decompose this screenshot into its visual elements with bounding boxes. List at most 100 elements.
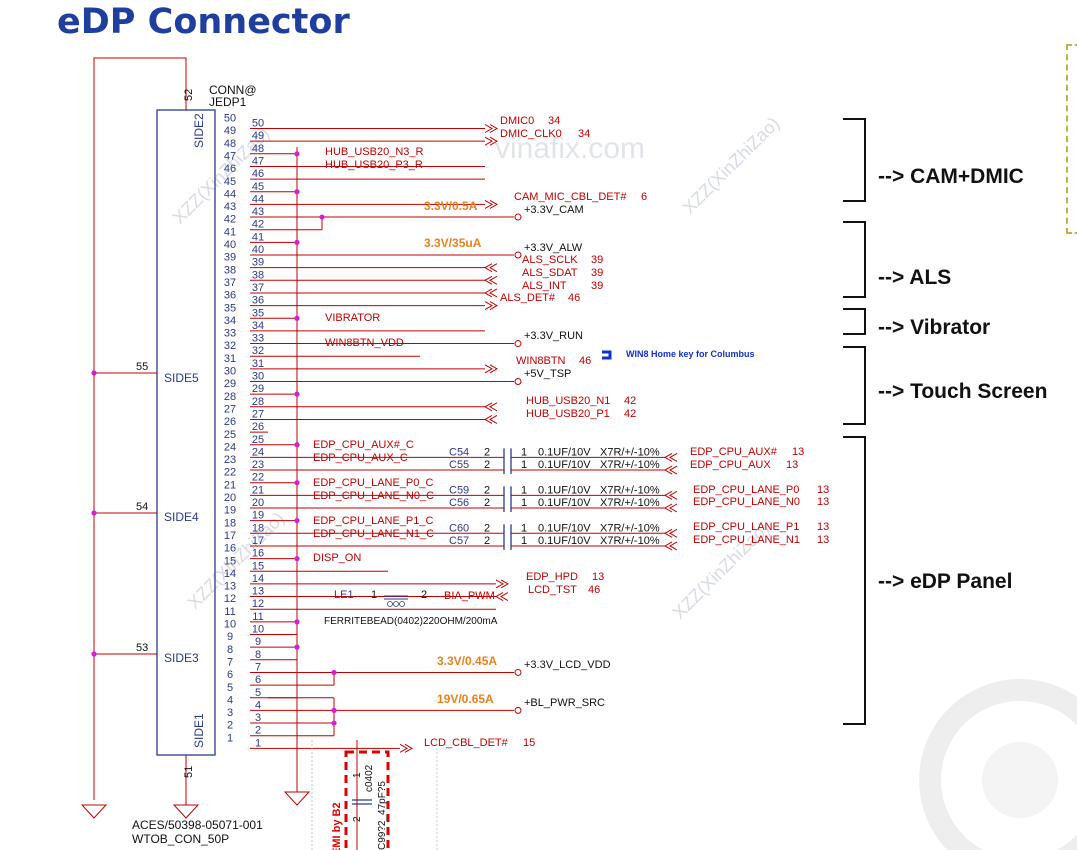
junction-dot bbox=[331, 669, 337, 676]
page-ref: 39 bbox=[591, 280, 603, 292]
pin-number: 10 bbox=[224, 619, 236, 631]
pin-number: 11 bbox=[252, 611, 263, 623]
pin-number: 13 bbox=[224, 581, 236, 593]
group-label-cam: --> CAM+DMIC bbox=[878, 165, 1024, 188]
pin-number: 17 bbox=[252, 535, 264, 547]
arrow-left-icon bbox=[668, 490, 678, 500]
arrow-left-icon bbox=[663, 528, 673, 538]
pin-number: 46 bbox=[252, 168, 264, 180]
pin-number: 18 bbox=[252, 522, 264, 534]
arrow-left-icon bbox=[488, 275, 498, 285]
pin-number: 1 bbox=[227, 732, 233, 744]
rail-marker bbox=[514, 706, 522, 714]
ferrite-bead: LE1 1 2 FERRITEBEAD(0402)220OHM/200mA bbox=[324, 589, 498, 627]
pin-number: 2 bbox=[227, 720, 233, 732]
power-annotations: 3.3V/0.5A 3.3V/35uA 3.3V/0.45A 19V/0.65A bbox=[424, 199, 497, 706]
part-number: ACES/50398-05071-001 bbox=[132, 818, 263, 832]
win8-note-text: WIN8 Home key for Columbus bbox=[626, 349, 755, 359]
pin-number: 21 bbox=[224, 479, 236, 491]
page-ref: 13 bbox=[817, 521, 829, 533]
pin-number: 19 bbox=[252, 510, 264, 522]
cap-pin: 1 bbox=[521, 446, 527, 458]
page-ref: 13 bbox=[592, 571, 604, 583]
cap-pin: 1 bbox=[521, 484, 527, 496]
pin-number: 19 bbox=[224, 505, 236, 517]
arrow-left-icon bbox=[483, 402, 493, 412]
page-ref: 34 bbox=[578, 128, 590, 140]
pin-number: 41 bbox=[252, 231, 264, 243]
junction-dot bbox=[294, 239, 300, 245]
arrow-right-icon bbox=[489, 136, 499, 146]
page-ref: 34 bbox=[548, 115, 560, 127]
junction-dot bbox=[319, 214, 325, 220]
net-label: EDP_CPU_AUX# bbox=[690, 446, 778, 458]
cap-value: 0.1UF/10V bbox=[538, 459, 591, 471]
side-pin-number: 51 bbox=[183, 766, 195, 778]
arrow-right-icon bbox=[489, 124, 499, 133]
pin-number: 50 bbox=[252, 118, 264, 130]
cap-pin: 2 bbox=[484, 535, 490, 547]
rail-marker bbox=[514, 340, 522, 348]
pin-number: 7 bbox=[255, 661, 261, 673]
group-label-vibrator: --> Vibrator bbox=[878, 316, 991, 339]
pin-number: 12 bbox=[224, 593, 236, 605]
conn-ref: JEDP1 bbox=[209, 95, 247, 109]
ferrite-ref: LE1 bbox=[334, 589, 354, 601]
arrow-right-icon bbox=[399, 743, 409, 753]
pin-number: 26 bbox=[252, 421, 264, 433]
group-label-touch: --> Touch Screen bbox=[878, 380, 1048, 403]
pin-number: 30 bbox=[224, 366, 236, 378]
signal-wires bbox=[268, 128, 665, 749]
junction-dot bbox=[294, 556, 300, 562]
pin-number: 42 bbox=[252, 219, 264, 231]
rail-label: +3.3V_CAM bbox=[524, 204, 584, 216]
pin-number: 31 bbox=[252, 358, 264, 370]
pin-number: 34 bbox=[252, 320, 264, 332]
pin-number: 39 bbox=[252, 257, 264, 269]
junction-dot bbox=[294, 644, 300, 650]
pin-number: 41 bbox=[224, 226, 236, 238]
pin-number: 44 bbox=[252, 193, 264, 205]
pin-number: 35 bbox=[224, 302, 236, 314]
page-ref: 42 bbox=[624, 408, 636, 420]
net-label: EDP_CPU_LANE_P1_C bbox=[313, 515, 434, 527]
power-spec: 3.3V/0.5A bbox=[424, 199, 478, 213]
side-pin-number: 52 bbox=[183, 89, 195, 101]
pin-number: 36 bbox=[224, 290, 236, 302]
group-brackets bbox=[843, 118, 866, 725]
arrow-left-icon bbox=[668, 541, 678, 551]
rail-marker bbox=[514, 251, 522, 259]
pin-number: 16 bbox=[224, 543, 236, 555]
pin-number: 5 bbox=[255, 687, 261, 699]
net-label: HUB_USB20_N3_R bbox=[325, 146, 423, 158]
cap-spec: X7R/+/-10% bbox=[600, 535, 660, 547]
arrow-right-icon bbox=[484, 364, 494, 374]
pin-number: 11 bbox=[224, 606, 235, 618]
pin-leads bbox=[250, 128, 268, 749]
pin-number: 12 bbox=[252, 598, 264, 610]
pin-number: 3 bbox=[255, 712, 261, 724]
arrow-left-icon bbox=[483, 275, 493, 285]
pin-number: 9 bbox=[227, 631, 233, 643]
group-label-als: --> ALS bbox=[878, 266, 952, 289]
conn-tag: CONN@ bbox=[209, 83, 257, 97]
pin-number: 43 bbox=[224, 201, 236, 213]
pin-number: 35 bbox=[252, 307, 264, 319]
pin-number: 22 bbox=[224, 467, 236, 479]
cap-pin: 2 bbox=[484, 522, 490, 534]
pin-number: 40 bbox=[252, 244, 264, 256]
arrow-right-icon bbox=[495, 579, 505, 589]
pin-number: 24 bbox=[224, 441, 236, 453]
dashed-note-frame bbox=[1066, 44, 1077, 234]
pin-number: 27 bbox=[224, 403, 236, 415]
net-label: HUB_USB20_P3_R bbox=[325, 159, 423, 171]
arrow-left-icon bbox=[483, 263, 493, 273]
pin-number: 40 bbox=[224, 239, 236, 251]
pin-number: 28 bbox=[224, 391, 236, 403]
watermark: vinafix.com bbox=[495, 132, 645, 165]
arrow-right-icon bbox=[489, 364, 499, 374]
arrow-left-icon bbox=[663, 452, 673, 462]
